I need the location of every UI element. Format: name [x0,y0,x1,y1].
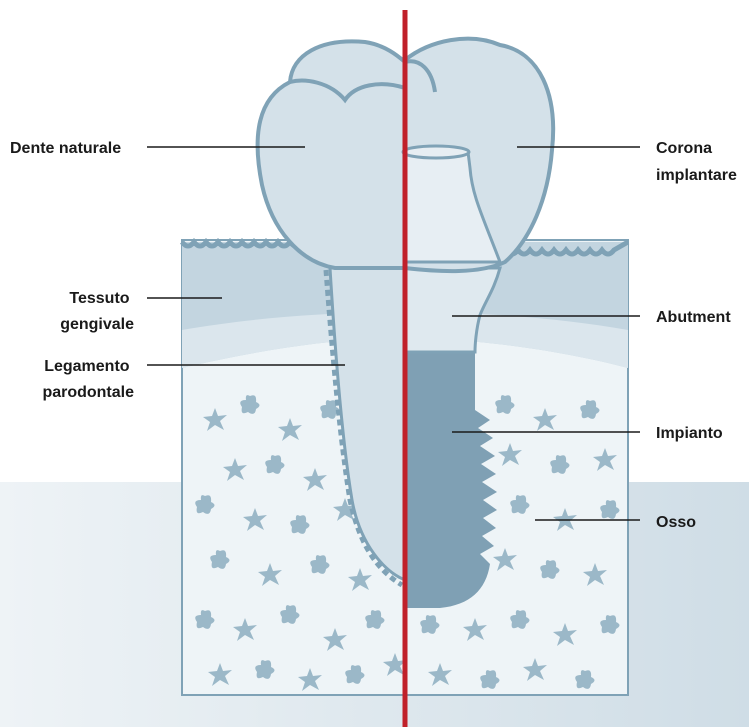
label-bone: Osso [656,514,696,531]
label-gum-tissue-line1: Tessuto [69,290,129,307]
label-ligament-line1: Legamento [44,358,130,375]
label-ligament-line2: parodontale [42,384,134,401]
label-ligament: Legamento parodontale [42,358,134,401]
label-implant: Impianto [656,425,723,442]
label-abutment: Abutment [656,309,731,326]
label-implant-crown-line1: Corona [656,140,712,157]
label-implant-crown: Corona implantare [656,140,737,184]
natural-crown [258,41,405,268]
label-implant-crown-line2: implantare [656,167,737,184]
label-natural-tooth: Dente naturale [10,140,121,157]
label-gum-tissue: Tessuto gengivale [60,290,134,333]
label-gum-tissue-line2: gengivale [60,316,134,333]
